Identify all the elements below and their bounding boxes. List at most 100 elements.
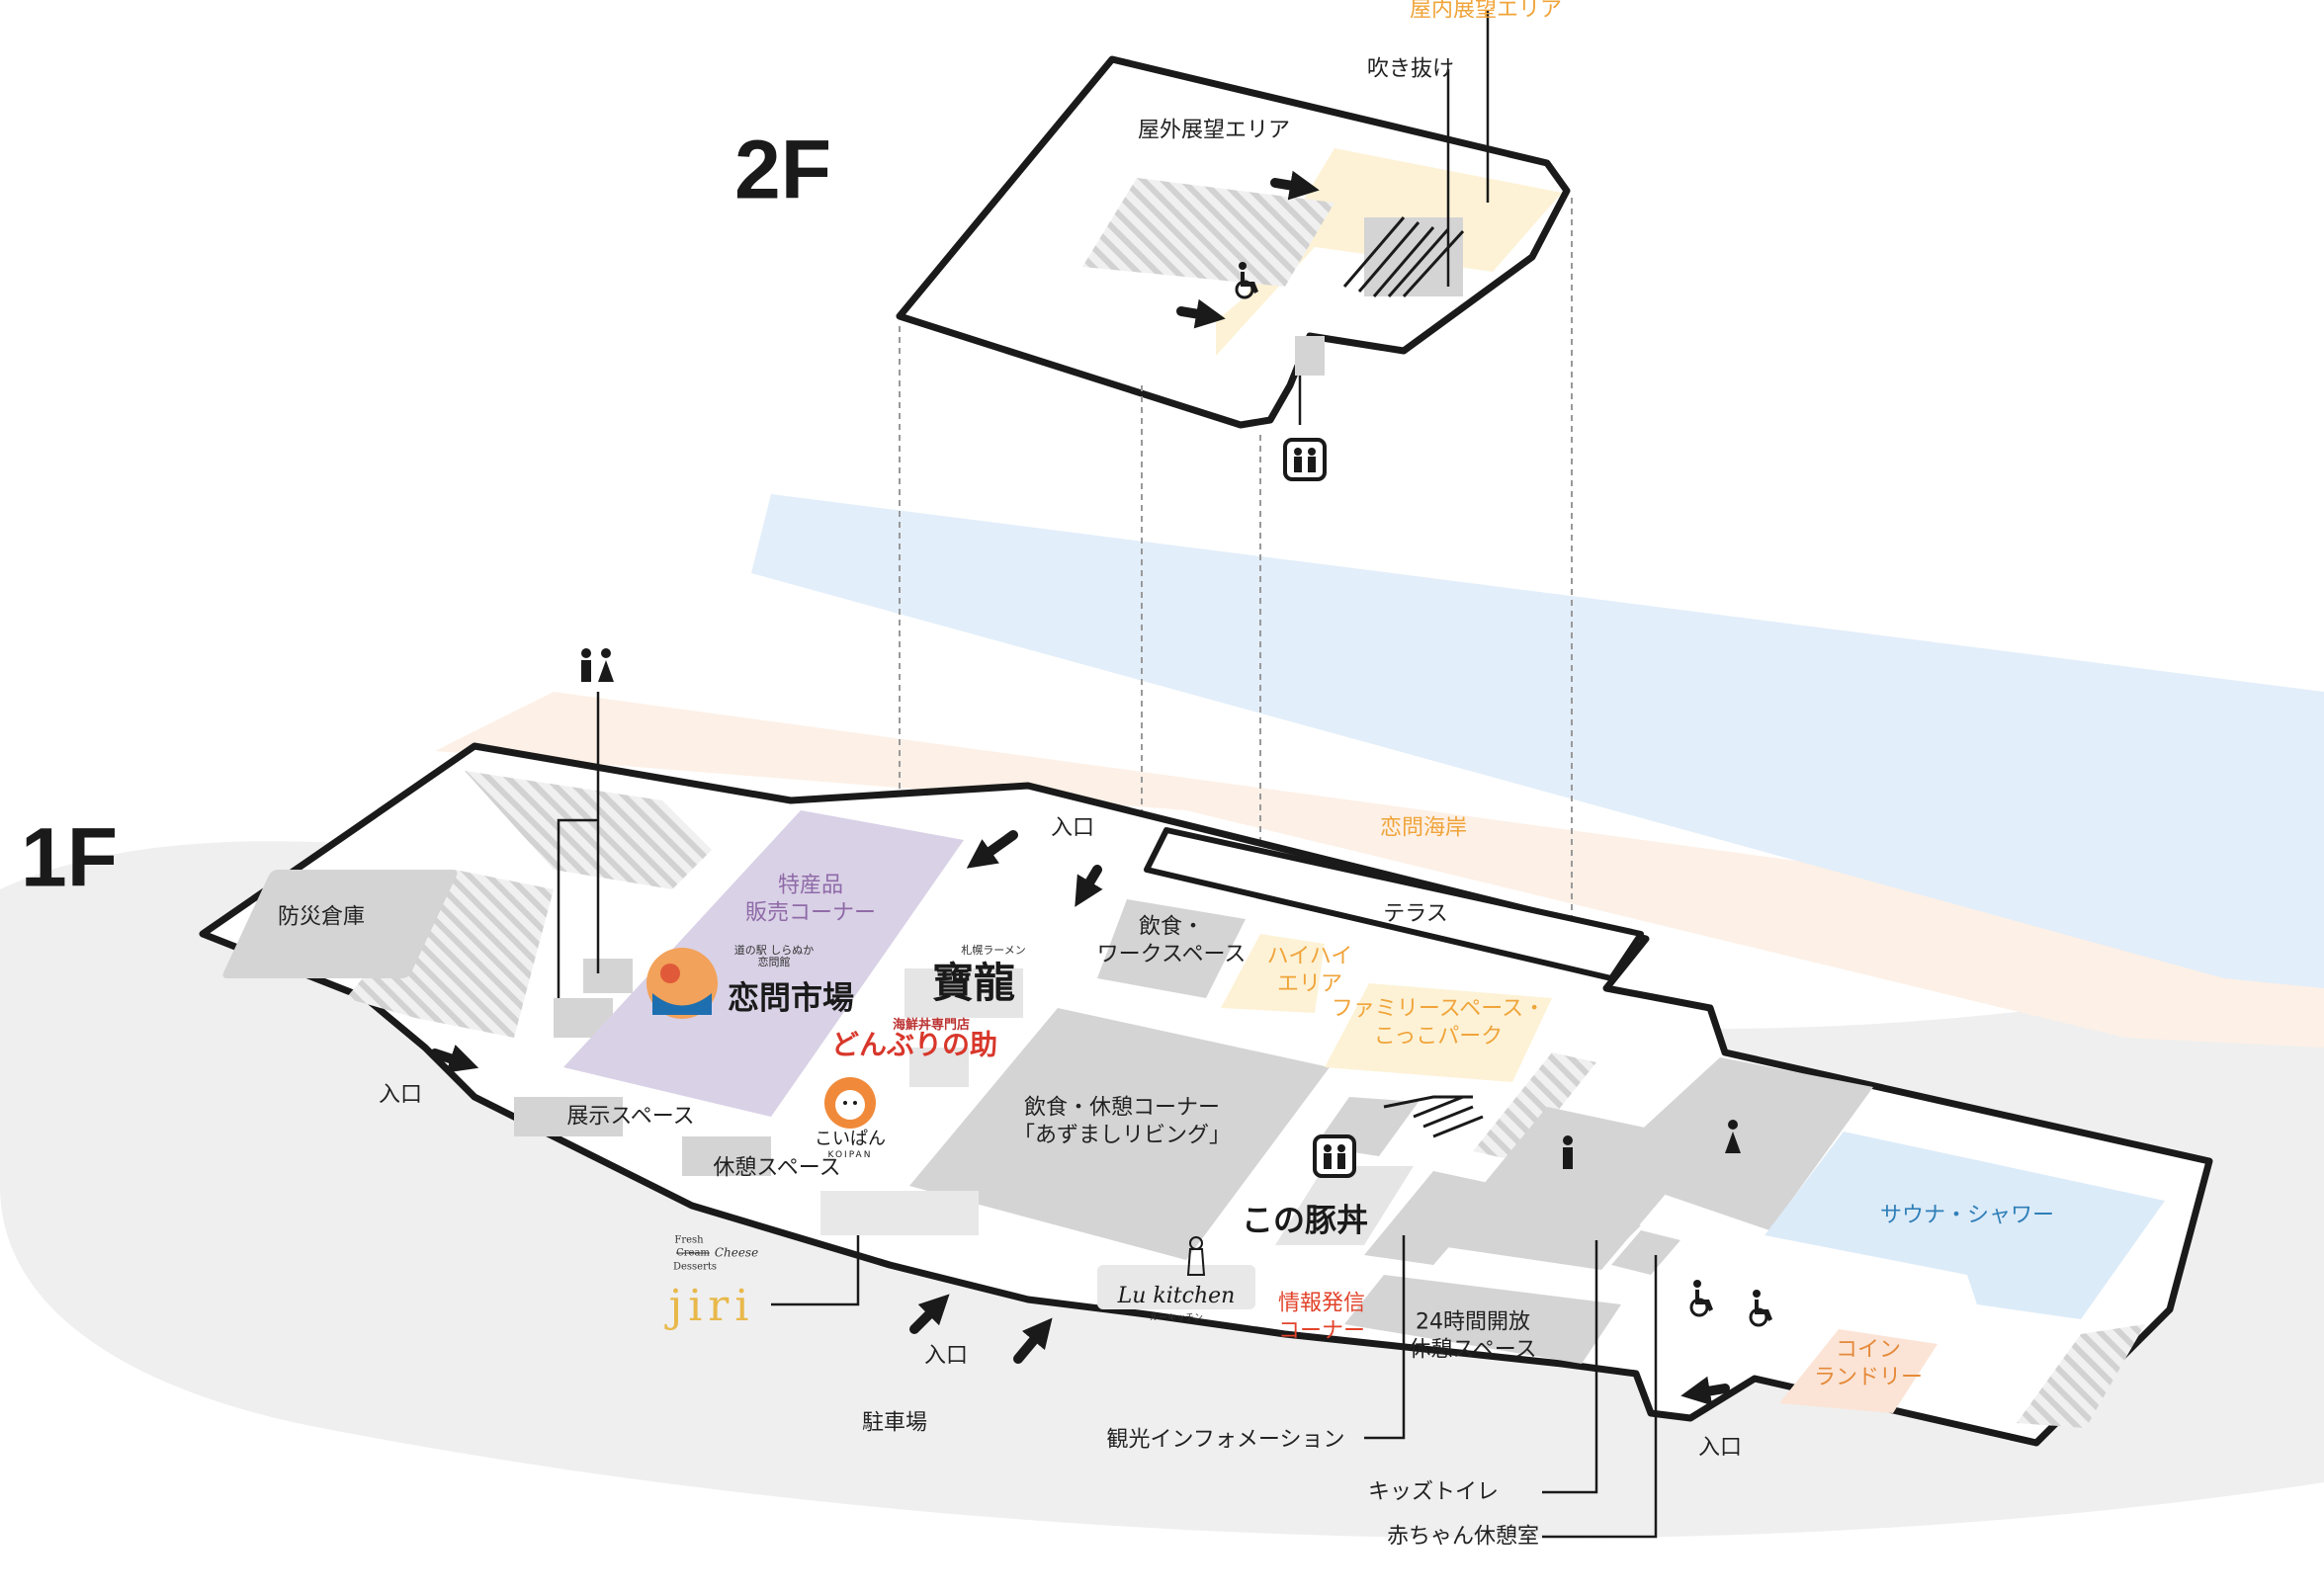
dining-corner-area: [909, 1008, 1330, 1260]
elevator-icon: [1283, 438, 1327, 481]
restroom-woman-icon: [1725, 1120, 1741, 1153]
elevator-shaft-2f: [1295, 336, 1325, 376]
label-entrance-top: 入口: [1050, 815, 1095, 841]
floor-2f: [896, 55, 1571, 429]
elevator-icon: [1313, 1134, 1356, 1178]
entrance-arrows: [430, 170, 1730, 1406]
crawl-area: [1221, 934, 1325, 1013]
label-sauna-shower: サウナ・シャワー: [1879, 1203, 2055, 1228]
brand-jiri-cream: Cream: [676, 1247, 710, 1259]
shop-block-a: [904, 968, 1023, 1018]
label-coin-laundry: コイン ランドリー: [1813, 1337, 1924, 1390]
work-space-area: [1097, 899, 1246, 998]
entrance-arrow-icon: [1075, 865, 1103, 907]
floor-badge-2f: 2F: [733, 123, 832, 216]
small-room-b: [583, 959, 633, 993]
brand-koipan-en: KOIPAN: [827, 1150, 873, 1161]
stair-1f: [1383, 1095, 1484, 1138]
brand-koitoikan-small: 道の駅 しらぬか 恋問館: [733, 943, 815, 968]
icons: [581, 262, 1772, 1327]
jiri-block: [820, 1191, 979, 1235]
brand-jiri-fresh: Fresh: [674, 1234, 704, 1246]
brand-donburi: どんぶりの助: [830, 1028, 998, 1061]
entrance-arrow-icon: [966, 830, 1018, 869]
beach-sand: [435, 692, 2324, 1048]
label-family-space: ファミリースペース・ こっこパーク: [1331, 996, 1546, 1049]
label-entrance-right: 入口: [1697, 1435, 1743, 1461]
disaster-storage-room: [222, 870, 458, 978]
laundry-area: [1779, 1329, 1937, 1413]
koitoi-logo-icon: [646, 948, 718, 1019]
this-butadon-block: [1275, 1166, 1414, 1245]
kids-toilet-room: [1567, 1216, 1641, 1265]
outdoor-hatched: [1082, 178, 1334, 287]
label-outdoor-view-area: 屋外展望エリア: [1137, 118, 1291, 143]
wheelchair-icon: [1235, 262, 1258, 299]
entrance-arrow-icon: [430, 1045, 479, 1073]
label-rest-space: 休憩スペース: [713, 1155, 841, 1181]
restroom-man-icon: [1563, 1135, 1573, 1169]
label-specialty-corner: 特産品 販売コーナー: [744, 873, 877, 926]
left-hatched-top: [465, 771, 712, 889]
label-work-space: 飲食・ ワークスペース: [1096, 914, 1247, 967]
label-void: 吹き抜け: [1366, 56, 1455, 82]
label-crawl-area: ハイハイ エリア: [1266, 944, 1353, 997]
label-info-corner: 情報発信 コーナー: [1277, 1291, 1366, 1344]
label-disaster-storage: 防災倉庫: [277, 904, 366, 930]
label-entrance-bottom: 入口: [923, 1343, 969, 1369]
family-space-area: [1325, 983, 1552, 1082]
left-hatched-mid: [346, 870, 554, 1038]
label-tourist-info: 観光インフォメーション: [1106, 1427, 1345, 1453]
floor-badge-1f: 1F: [20, 810, 119, 904]
label-kids-toilet: キッズトイレ: [1367, 1479, 1500, 1505]
brand-koitoi-market: 恋問市場: [727, 978, 855, 1017]
label-dining-corner: 飲食・休憩コーナー 「あずましリビング」: [1012, 1095, 1232, 1148]
rest-block: [682, 1136, 771, 1176]
brand-konobutadon: この豚丼: [1241, 1201, 1369, 1239]
sea-band: [751, 494, 2324, 988]
lu-kitchen-figure-icon: [1186, 1236, 1206, 1276]
exhibit-block: [514, 1097, 623, 1136]
specialty-corner-area: [563, 810, 964, 1117]
label-baby-room: 赤ちゃん休憩室: [1386, 1524, 1540, 1550]
brand-jiri: jiri: [668, 1280, 755, 1331]
terrace-area: [1144, 827, 1644, 981]
brand-koipan: こいぱん: [815, 1129, 886, 1150]
info-corner-block: [1364, 1171, 1503, 1265]
right-hatched: [2017, 1324, 2145, 1428]
entrance-arrow-icon: [909, 1294, 950, 1334]
rest24-area: [1344, 1275, 1621, 1364]
brand-lu-kitchen-kana: ルーキッチン: [1149, 1313, 1204, 1324]
mid-hatched: [1473, 1052, 1596, 1161]
entrance-arrow-icon: [1013, 1317, 1053, 1364]
brand-jiri-desserts: Desserts: [672, 1261, 718, 1273]
restroom-icon: [581, 648, 614, 682]
brand-houryu: 寶龍: [931, 958, 1016, 1007]
label-parking: 駐車場: [861, 1410, 928, 1436]
label-indoor-view-area: 屋内展望エリア: [1409, 0, 1563, 23]
shop-block-b: [909, 1048, 969, 1087]
label-exhibit-space: 展示スペース: [566, 1104, 695, 1130]
baby-room: [1611, 1230, 1680, 1275]
sauna-shower-area: [1765, 1132, 2165, 1319]
floor-1f: [199, 742, 2213, 1447]
label-entrance-left: 入口: [378, 1082, 423, 1108]
lu-kitchen-block: [1097, 1265, 1255, 1309]
wheelchair-icon: [1689, 1280, 1713, 1317]
wheelchair-icon: [1749, 1290, 1772, 1327]
label-terrace: テラス: [1383, 901, 1448, 927]
label-beach: 恋問海岸: [1379, 815, 1468, 841]
leader-lines: [557, 10, 1658, 1539]
koipan-logo-icon: [824, 1077, 876, 1129]
entrance-arrow-icon: [1680, 1376, 1730, 1406]
brand-sapporo-ramen: 札幌ラーメン: [961, 943, 1026, 957]
entrance-arrow-icon: [1176, 298, 1226, 329]
label-rest-24h: 24時間開放 休憩スペース: [1409, 1309, 1537, 1363]
stair-lines: [1342, 216, 1465, 298]
brand-jiri-cheese: Cheese: [714, 1245, 759, 1260]
entrance-arrow-icon: [1270, 170, 1320, 201]
brand-lu-kitchen: Lu kitchen: [1117, 1283, 1236, 1308]
brand-kaisen-small: 海鮮丼専門店: [892, 1017, 971, 1033]
